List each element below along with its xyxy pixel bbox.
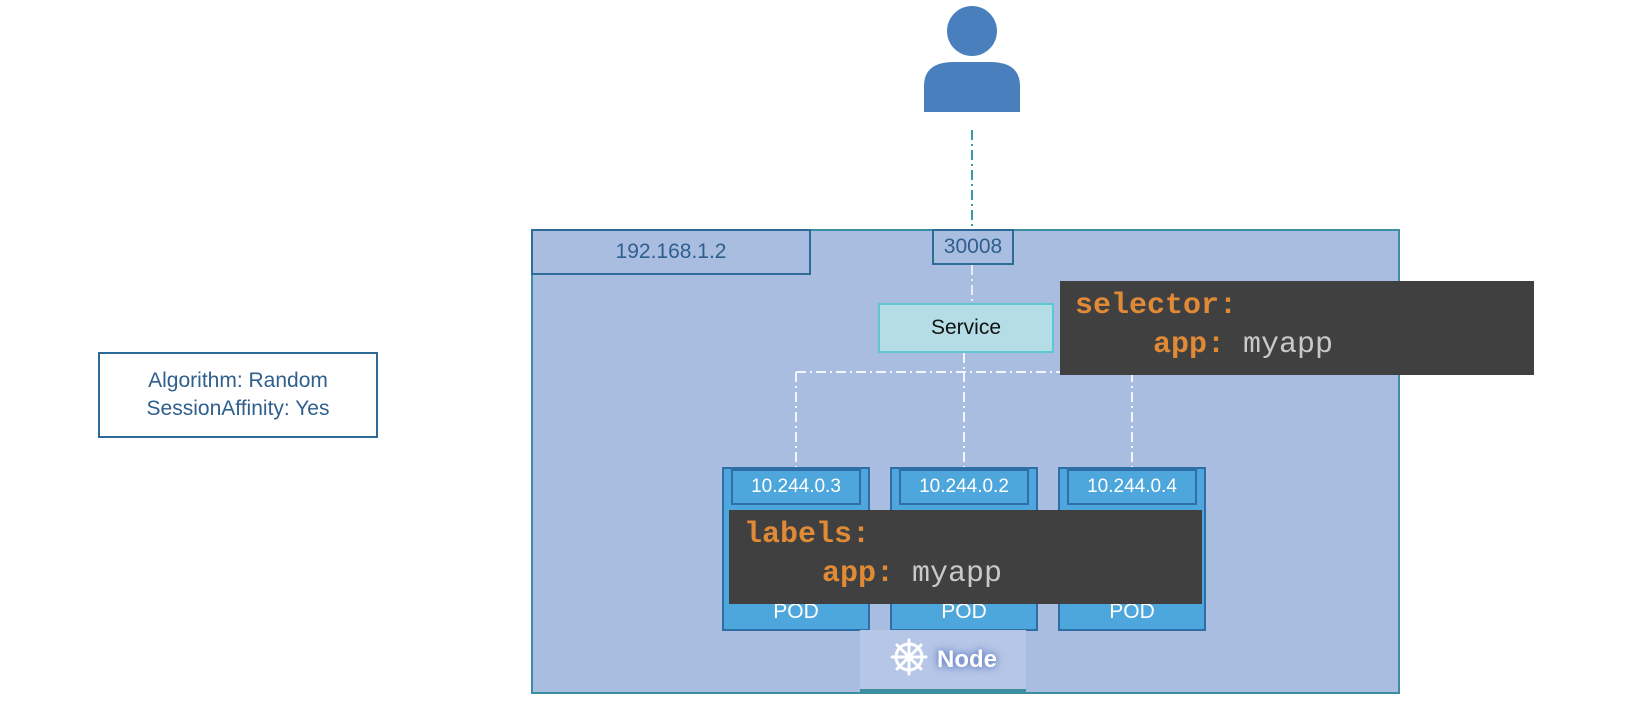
pod-3-label: POD bbox=[1109, 600, 1155, 623]
pod-3-ip: 10.244.0.4 bbox=[1067, 469, 1197, 505]
selector-app-value: myapp bbox=[1225, 328, 1334, 362]
pod-2-label: POD bbox=[941, 600, 987, 623]
pod-2-ip: 10.244.0.2 bbox=[899, 469, 1029, 505]
labels-code-box: labels: app: myapp bbox=[729, 510, 1202, 604]
session-affinity-line: SessionAffinity: Yes bbox=[146, 397, 330, 420]
user-icon bbox=[922, 4, 1022, 112]
selector-code-box: selector: app: myapp bbox=[1060, 281, 1534, 375]
algorithm-line: Algorithm: Random bbox=[148, 369, 328, 392]
labels-app-value: myapp bbox=[894, 557, 1003, 591]
selector-app-key: app: bbox=[1153, 328, 1226, 362]
node-tag: Node bbox=[860, 630, 1026, 692]
pod-1-ip: 10.244.0.3 bbox=[731, 469, 861, 505]
selector-key: selector: bbox=[1075, 289, 1238, 323]
selector-app-line: app: myapp bbox=[1153, 328, 1333, 362]
node-port: 30008 bbox=[932, 229, 1014, 265]
labels-app-line: app: myapp bbox=[822, 557, 1002, 591]
algorithm-box: Algorithm: Random SessionAffinity: Yes bbox=[98, 352, 378, 438]
kubernetes-helm-icon bbox=[889, 637, 929, 682]
node-label: Node bbox=[937, 645, 997, 673]
service-box: Service bbox=[878, 303, 1054, 353]
labels-app-key: app: bbox=[822, 557, 895, 591]
node-ip: 192.168.1.2 bbox=[531, 229, 811, 275]
labels-key: labels: bbox=[744, 518, 871, 552]
pod-1-label: POD bbox=[773, 600, 819, 623]
